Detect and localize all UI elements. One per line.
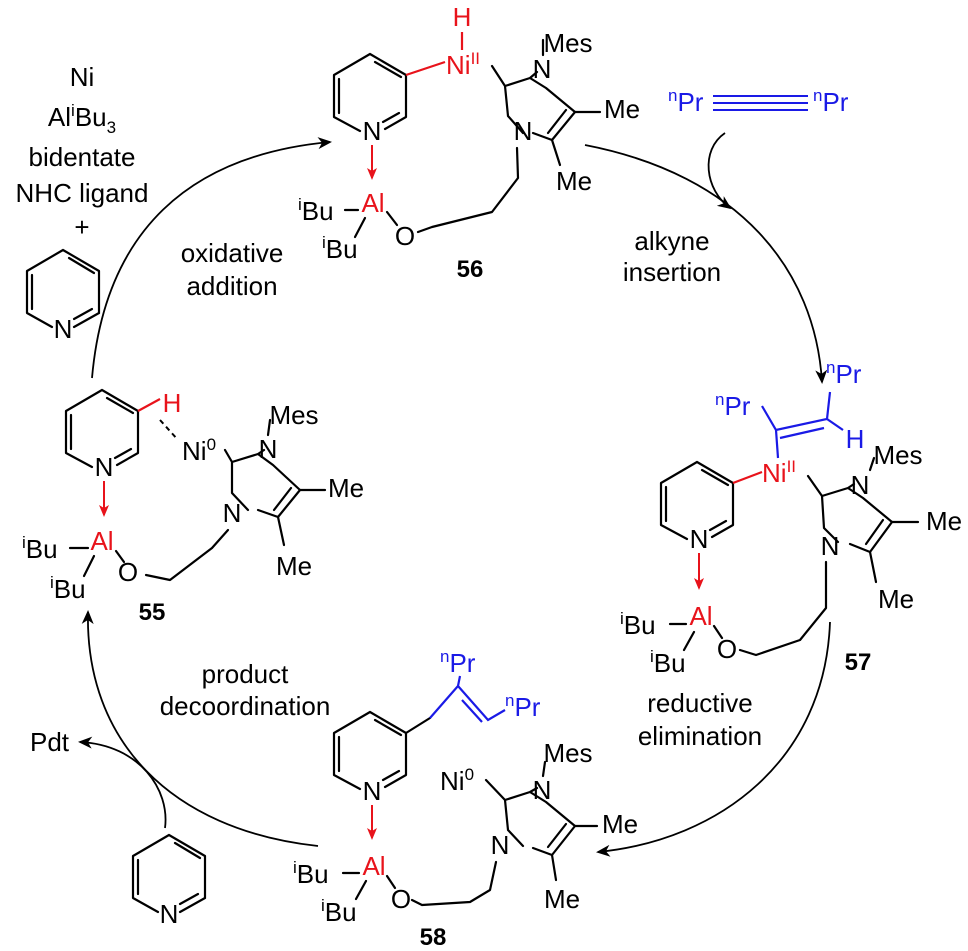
alkyne-right: nPr [813,86,849,117]
c56-mes: Mes [543,28,592,58]
c57-ibu-1: iBu [620,609,656,640]
c58-ni: Ni0 [440,765,474,796]
arrow-oxidative-addition [91,137,332,379]
c56-pyridine-n: N [363,116,382,146]
alkyne-reagent: nPr nPr [668,86,849,117]
compound-label-58: 58 [420,924,447,951]
c57-h: H [846,424,865,454]
label-oxidative-addition-2: addition [186,271,277,301]
c56-ibu-2: iBu [322,233,358,264]
c58-n-bottom: N [491,830,510,860]
label-reductive-elimination-2: elimination [638,721,762,751]
c56-ni-hydride-h: H [453,2,472,32]
compound-58: N nPr nPr Ni0 N N Mes Me Me Al O iBu iBu… [293,647,638,951]
c57-npr-2: nPr [826,358,862,389]
reagent-nhc-ligand: NHC ligand [16,178,149,208]
compound-label-57: 57 [845,649,872,676]
c58-ibu-2: iBu [321,896,357,927]
c55-al: Al [90,526,113,556]
c57-al: Al [689,601,712,631]
c55-me-1: Me [328,473,364,503]
c57-ni: NiII [762,457,796,488]
arrow-alkyne-entry [707,132,732,210]
reagent-bidentate: bidentate [29,142,136,172]
c57-me-2: Me [878,584,914,614]
c58-mes: Mes [543,738,592,768]
reagent-plus: + [74,212,89,242]
arrow-product-release [78,736,167,829]
c58-me-2: Me [544,884,580,914]
c56-o: O [395,221,415,251]
c55-me-2: Me [276,551,312,581]
compound-55: N H Ni0 N N Mes Me Me Al O iBu iBu 55 [22,388,364,626]
c57-me-1: Me [926,506,962,536]
c56-ibu-1: iBu [298,195,334,226]
label-product-decoordination-1: product [202,659,289,689]
c58-npr-2: nPr [505,691,541,722]
label-product-decoordination-2: decoordination [160,691,331,721]
c57-npr-1: nPr [715,390,751,421]
compound-56: N H NiII N N Mes Me Me Al O iBu iBu 56 [298,2,640,283]
c56-me-1: Me [604,94,640,124]
c57-n-bottom: N [821,531,840,561]
c55-ibu-2: iBu [50,573,86,604]
c58-ibu-1: iBu [293,858,329,889]
label-alkyne-insertion-1: alkyne [634,226,709,256]
alkyne-left: nPr [668,86,704,117]
c58-me-1: Me [602,809,638,839]
c58-pyridine-n: N [363,776,382,806]
c57-n-top: N [851,470,870,500]
arrow-reductive-elimination [596,621,831,857]
c58-n-top: N [533,775,552,805]
c55-h: H [163,388,182,418]
compound-label-55: 55 [139,599,166,626]
c55-o: O [118,557,138,587]
pyridine-released-n: N [160,899,179,929]
c58-al: Al [362,851,385,881]
pyridine-reagent-n: N [54,314,73,344]
reagent-list: Ni AliBu3 bidentate NHC ligand + [16,62,149,242]
c57-mes: Mes [873,440,922,470]
label-oxidative-addition-1: oxidative [181,238,284,268]
c56-ni: NiII [446,49,480,80]
c57-ibu-2: iBu [650,647,686,678]
c57-pyridine-n: N [690,524,709,554]
c56-al: Al [361,188,384,218]
label-reductive-elimination-1: reductive [647,688,753,718]
c57-o: O [717,634,737,664]
pyridine-reagent: N [25,248,101,344]
arrow-alkyne-insertion [584,144,828,384]
reagent-aluminium: AliBu3 [48,101,116,137]
compound-57: nPr nPr H NiII N N N Mes Me Me Al O iBu … [620,358,962,678]
product-label: Pdt [30,727,70,757]
c55-pyridine-n: N [95,452,114,482]
pyridine-released: N [131,833,207,929]
c55-mes: Mes [269,400,318,430]
c55-ibu-1: iBu [22,533,58,564]
c55-n-top: N [259,434,278,464]
reagent-ni: Ni [70,62,95,92]
c55-ni: Ni0 [182,435,216,466]
arrow-product-decoordination [81,610,319,847]
c55-n-bottom: N [223,498,242,528]
c58-o: O [391,884,411,914]
c56-n-top: N [533,54,552,84]
c58-npr-1: nPr [440,647,476,678]
compound-label-56: 56 [457,256,484,283]
label-alkyne-insertion-2: insertion [623,257,721,287]
c56-n-bottom: N [514,116,533,146]
c56-me-2: Me [556,166,592,196]
